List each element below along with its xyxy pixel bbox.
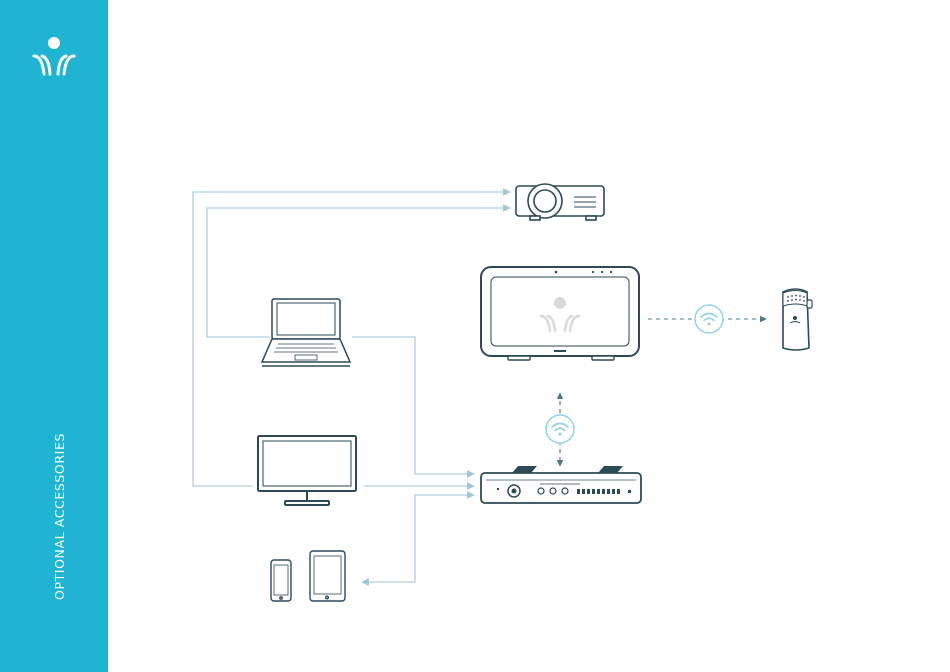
wireless-camera-icon (783, 289, 812, 350)
control-unit-icon (481, 466, 641, 503)
mobile-to-controller-line (362, 495, 474, 582)
connection-lines (193, 192, 510, 582)
monitor-icon (258, 436, 356, 505)
wifi-icon (546, 415, 574, 443)
laptop-icon (262, 299, 350, 366)
tablet-icon (310, 551, 345, 601)
smartphone-icon (271, 560, 291, 601)
laptop-to-controller-line (352, 337, 474, 474)
laptop-to-projector-line (207, 208, 510, 337)
touch-display-icon (481, 267, 639, 360)
wifi-icon (695, 305, 723, 333)
projector-icon (516, 184, 604, 220)
